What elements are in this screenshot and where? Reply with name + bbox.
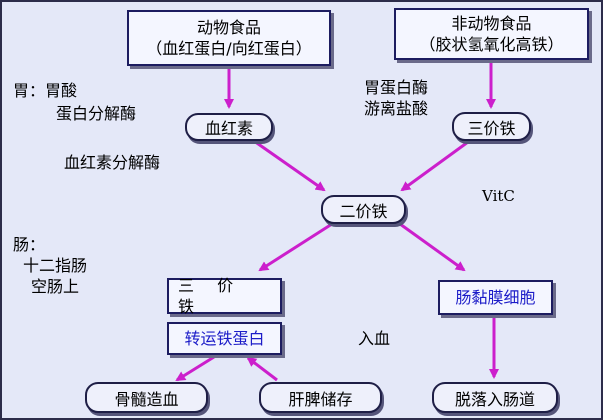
arrow-heme-to-ferrous xyxy=(253,139,326,192)
hcl-label: 游离盐酸 xyxy=(364,99,429,118)
protease-label: 蛋白分解酶 xyxy=(56,104,137,123)
arrow-liver-to-transferrin xyxy=(246,356,278,382)
ferric-iron-box: 三 价 铁 xyxy=(167,276,282,316)
arrow-ferric-to-ferrous xyxy=(400,140,469,192)
mucosal-cell-box: 肠黏膜细胞 xyxy=(438,280,553,315)
duodenum-label: 十二指肠 xyxy=(23,256,88,275)
pepsin-label: 胃蛋白酶 xyxy=(364,78,429,97)
intestine-label: 肠： xyxy=(13,235,46,254)
nonanimal-food-box: 非动物食品 （胶状氢氧化高铁） xyxy=(394,8,589,60)
stomach-label: 胃：胃酸 xyxy=(13,81,78,100)
animal-food-title: 动物食品 xyxy=(196,18,261,37)
nonanimal-food-title: 非动物食品 xyxy=(451,14,532,33)
bone-marrow-node: 骨髓造血 xyxy=(85,382,208,413)
arrow-transferrin-to-marrow xyxy=(175,355,215,382)
vitc-label: VitC xyxy=(482,187,515,205)
heme-enzyme-label: 血红素分解酶 xyxy=(64,153,161,172)
ferric-iron-node: 三价铁 xyxy=(452,112,531,141)
animal-food-box: 动物食品 （血红蛋白/向红蛋白） xyxy=(127,10,331,66)
ferric-iron-label: 三 价 铁 xyxy=(178,276,243,316)
nonanimal-food-subtitle: （胶状氢氧化高铁） xyxy=(419,35,564,54)
into-blood-label: 入血 xyxy=(358,329,391,348)
transferrin-box: 转运铁蛋白 xyxy=(167,322,282,355)
arrow-ferrous-to-mucosa xyxy=(399,222,466,272)
animal-food-subtitle: （血红蛋白/向红蛋白） xyxy=(146,39,312,58)
shed-intestine-node: 脱落入肠道 xyxy=(432,382,558,413)
ferrous-iron-node: 二价铁 xyxy=(321,195,406,224)
liver-spleen-node: 肝脾储存 xyxy=(259,382,382,413)
arrow-ferrous-to-ferric-bottom xyxy=(258,222,333,272)
heme-node: 血红素 xyxy=(185,113,273,141)
jejunum-label: 空肠上 xyxy=(31,277,80,296)
